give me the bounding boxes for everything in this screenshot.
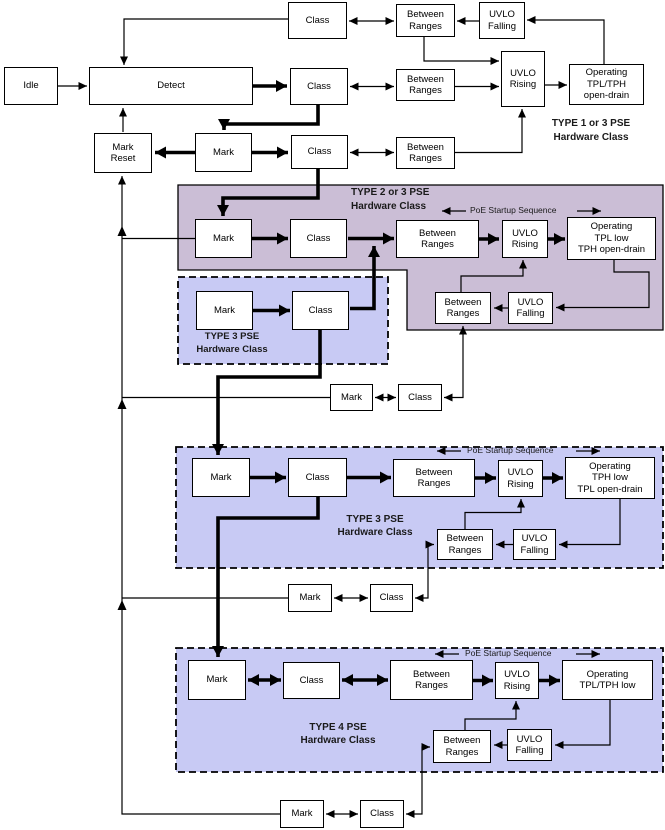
state-between-ranges-type2-return: Between Ranges [435,292,491,324]
state-between-ranges-type4-return: Between Ranges [433,730,491,763]
label-type1-hardware-class: TYPE 1 or 3 PSE Hardware Class [551,118,631,143]
state-between-ranges-row1: Between Ranges [396,4,455,37]
arrow-betweenD2-classP2 [415,540,434,602]
state-mark-pair2: Mark [288,584,332,612]
state-class-pair3: Class [360,800,404,828]
state-class-type3: Class [288,458,347,497]
state-between-ranges-row2: Between Ranges [396,69,455,101]
label-startup-sequence-type3: PoE Startup Sequence [467,445,554,455]
state-class-row3: Class [291,135,348,169]
state-class-pair1: Class [398,384,442,411]
state-operating-type3: Operating TPH low TPL open-drain [565,457,655,499]
state-between-ranges-row3: Between Ranges [396,137,455,169]
label-startup-sequence-type4: PoE Startup Sequence [465,648,552,658]
state-class-row2: Class [290,68,348,105]
arrow-betweenB2-to-uvlo-risingB [460,260,527,292]
label-type2-hardware-class: TYPE 2 or 3 PSE Hardware Class [351,187,430,212]
state-mark-type2: Mark [195,219,252,258]
state-uvlo-rising-type4: UVLO Rising [495,662,539,699]
state-class-type3-small: Class [292,291,349,330]
arrow-operatingE-to-uvlo-fallingE [555,700,611,749]
arrow-betweenB2-classP1 [444,326,467,402]
state-between-ranges-type3: Between Ranges [393,459,475,497]
state-uvlo-falling-type1: UVLO Falling [479,2,525,39]
state-uvlo-rising-type3: UVLO Rising [498,460,543,497]
state-class-type2: Class [290,219,347,258]
state-mark-row3: Mark [195,133,252,172]
state-class-row1: Class [288,2,347,39]
state-mark-pair3: Mark [280,800,324,828]
state-mark-type3: Mark [192,458,250,497]
state-class-type4: Class [283,662,340,699]
arrow-operatingB-to-uvlo-fallingB [556,260,650,312]
state-uvlo-rising-type1: UVLO Rising [501,51,545,107]
arrow-betweenD2-to-uvlo-risingD [464,499,525,529]
state-uvlo-rising-type2: UVLO Rising [502,220,548,258]
state-mark-type4: Mark [188,660,246,700]
state-between-ranges-type2: Between Ranges [396,220,479,258]
arrow-class2-to-mark [218,105,320,130]
label-type4-hardware-class: TYPE 4 PSE Hardware Class [300,722,376,746]
state-mark-type3-small: Mark [196,291,253,330]
line-return-rail-to-markreset [118,176,280,815]
state-idle: Idle [4,67,58,105]
arrow-betweenE2-classP3 [406,743,430,818]
state-between-ranges-type4: Between Ranges [390,660,473,700]
state-operating-type4: Operating TPL/TPH low [562,660,653,700]
state-mark-pair1: Mark [330,384,373,411]
arrow-class3-to-markB [217,169,320,216]
arrow-class1-to-detect [120,18,288,65]
state-uvlo-falling-type2: UVLO Falling [508,292,553,324]
state-mark-reset: Mark Reset [94,133,152,173]
arrow-operatingD-to-uvlo-fallingD [559,499,621,549]
arrow-operating1-to-uvlo-falling [527,16,605,64]
arrow-betweenE2-to-uvlo-risingE [464,701,520,730]
state-class-pair2: Class [370,584,413,612]
arrow-classD-to-markE [212,497,320,657]
state-operating-type1: Operating TPL/TPH open-drain [569,64,644,105]
label-type3-small-hardware-class: TYPE 3 PSE Hardware Class [196,331,268,355]
state-between-ranges-type3-return: Between Ranges [437,529,493,560]
state-uvlo-falling-type4: UVLO Falling [507,729,552,761]
state-detect: Detect [89,67,253,105]
arrow-classC-to-markD [212,330,322,455]
arrow-classC-merge-up [350,246,380,311]
label-type3-large-hardware-class: TYPE 3 PSE Hardware Class [337,514,413,538]
rail-merge-arrow-1 [117,226,127,236]
arrow-between1-to-uvlo-rising [423,37,499,65]
state-uvlo-falling-type3: UVLO Falling [513,529,556,560]
arrow-between3-to-uvlo-rising [455,109,526,154]
rail-merge-arrow-2 [117,399,127,409]
state-operating-type2: Operating TPL low TPH open-drain [567,217,656,260]
rail-merge-arrow-3 [117,600,127,610]
label-startup-sequence-type2: PoE Startup Sequence [470,205,557,215]
